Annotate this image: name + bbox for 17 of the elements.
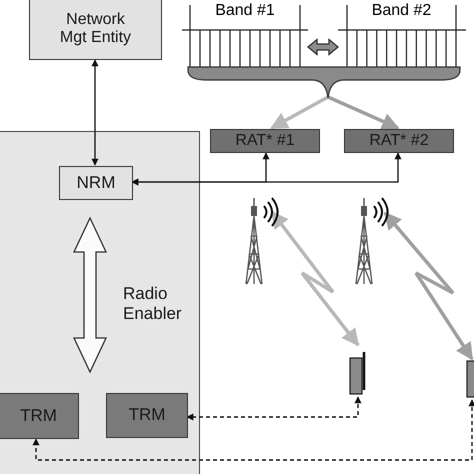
module-box: TRM <box>0 393 79 439</box>
arrow <box>327 95 400 130</box>
arrow <box>92 59 98 166</box>
module-box: RAT* #1 <box>210 129 320 153</box>
dashed-arrow <box>186 396 362 420</box>
entity-box: Network Mgt Entity <box>29 0 162 60</box>
module-box: RAT* #2 <box>344 129 454 153</box>
dashed-arrow <box>32 399 474 461</box>
arrow <box>270 95 329 130</box>
radio-link-arrow <box>270 210 360 346</box>
double-block-arrow <box>306 38 340 56</box>
radio-link-arrow <box>384 212 474 360</box>
module-box: TRM <box>106 393 188 438</box>
module-box: NRM <box>59 166 133 200</box>
double-block-arrow <box>72 216 108 374</box>
panel-label: Radio Enabler <box>123 284 183 325</box>
arrow <box>131 152 402 186</box>
